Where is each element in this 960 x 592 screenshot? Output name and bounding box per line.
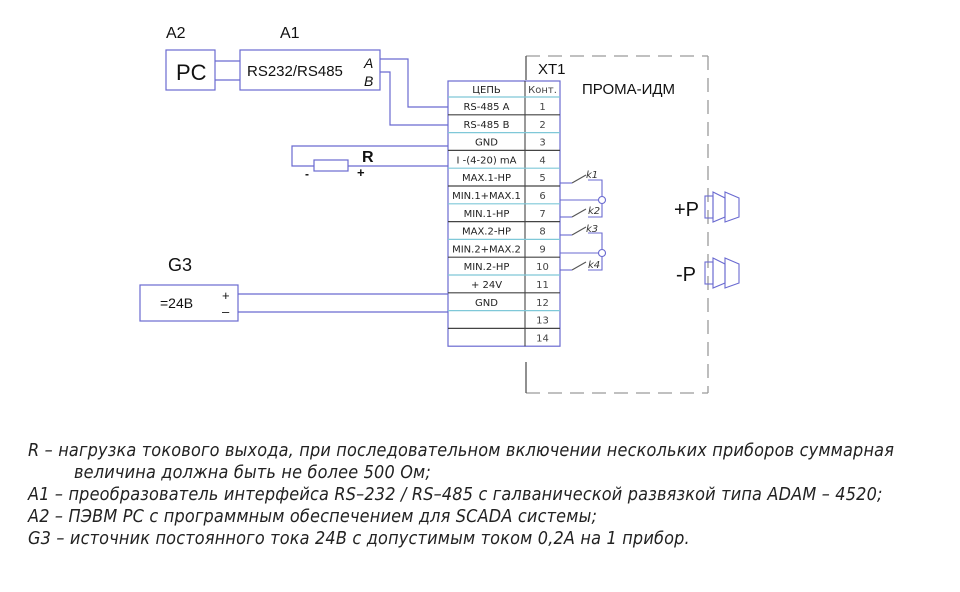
terminal-block-label: XT1 — [538, 61, 566, 78]
note-r: R – нагрузка токового выхода, при послед… — [28, 441, 895, 461]
table-cell-pin: 10 — [536, 262, 549, 273]
table-cell-pin: 9 — [539, 244, 545, 255]
table-row: GND 3 — [475, 138, 546, 149]
power-supply-box — [139, 284, 239, 322]
table-cell-pin: 13 — [536, 316, 549, 327]
junction-1 — [597, 195, 607, 205]
power-supply-label: =24B — [160, 295, 193, 311]
table-row: RS-485 B 2 — [463, 120, 545, 131]
table-cell-circuit: MAX.1-HP — [462, 173, 511, 184]
note-a1: A1 – преобразователь интерфейса RS–232 /… — [28, 485, 883, 505]
pc-box — [165, 49, 216, 91]
switch-label-k4: k4 — [588, 260, 600, 271]
table-row: MAX.1-HP 5 — [462, 173, 546, 184]
table-cell-circuit: RS-485 B — [463, 120, 509, 131]
converter-designator: A1 — [280, 25, 300, 42]
resistor — [313, 159, 349, 172]
contact-k1-blade — [571, 174, 587, 184]
table-cell-pin: 2 — [539, 120, 545, 131]
table-cell-pin: 12 — [536, 298, 549, 309]
table-row: MIN.1+MAX.1 6 — [452, 191, 546, 202]
table-frame — [447, 80, 561, 347]
switch-label-k2: k2 — [588, 206, 600, 217]
table-cell-circuit: MAX.2-HP — [462, 227, 511, 238]
device-title: ПРОМА-ИДМ — [582, 81, 675, 98]
table-row: RS-485 A 1 — [463, 102, 545, 113]
note-g3: G3 – источник постоянного тока 24В с доп… — [28, 529, 690, 549]
device-boundary — [525, 55, 709, 394]
legend-notes: R – нагрузка токового выхода, при послед… — [28, 440, 895, 550]
contact-k2-blade — [571, 208, 587, 218]
table-cell-circuit: + 24V — [471, 280, 502, 291]
table-row: I -(4-20) mA 4 — [457, 155, 546, 166]
pressure-minus-label: -P — [676, 264, 696, 286]
table-cell-pin: 8 — [539, 227, 545, 238]
pressure-port-plus — [704, 191, 740, 223]
table-cell-pin: 7 — [539, 209, 545, 220]
table-row: MAX.2-HP 8 — [462, 227, 546, 238]
table-row: 14 — [536, 333, 549, 344]
pressure-plus-label: +P — [674, 199, 699, 221]
table-cell-pin: 11 — [536, 280, 549, 291]
table-row: 13 — [536, 316, 549, 327]
resistor-minus: - — [305, 167, 309, 181]
table-cell-circuit: GND — [475, 138, 498, 149]
table-cell-circuit: MIN.1+MAX.1 — [452, 191, 521, 202]
table-cell-pin: 4 — [539, 155, 545, 166]
table-cell-circuit: I -(4-20) mA — [457, 155, 517, 166]
wire-rs485-b — [380, 71, 448, 126]
note-a2: A2 – ПЭВМ PC с программным обеспечением … — [28, 507, 598, 527]
table-cell-pin: 6 — [539, 191, 545, 202]
converter-pin-a: A — [363, 55, 373, 71]
table-cell-pin: 1 — [539, 102, 545, 113]
converter-pin-b: B — [364, 73, 373, 89]
contact-k3-blade — [571, 226, 587, 236]
pc-label: PC — [176, 60, 207, 85]
contact-k4-blade — [571, 261, 587, 271]
resistor-plus: + — [357, 165, 365, 180]
table-cell-circuit: MIN.2+MAX.2 — [452, 244, 521, 255]
table-row: MIN.2+MAX.2 9 — [452, 244, 546, 255]
wire-rs485-a — [380, 58, 448, 108]
table-cell-circuit: MIN.2-HP — [464, 262, 510, 273]
pressure-port-minus — [704, 257, 740, 289]
resistor-designator: R — [362, 149, 374, 166]
power-supply-plus: + — [222, 288, 230, 303]
table-row: + 24V 11 — [471, 280, 549, 291]
switch-label-k3: k3 — [586, 224, 598, 235]
relay-contacts — [560, 174, 607, 271]
pc-designator: A2 — [166, 25, 186, 42]
power-supply-minus: – — [222, 304, 230, 319]
junction-2 — [597, 248, 607, 258]
table-header-pin: Конт. — [528, 85, 557, 96]
switch-label-k1: k1 — [586, 170, 598, 181]
table-row: MIN.2-HP 10 — [464, 262, 549, 273]
note-r-continued: величина должна быть не более 500 Ом; — [74, 463, 432, 483]
power-supply-designator: G3 — [168, 255, 192, 275]
table-cell-circuit: GND — [475, 298, 498, 309]
wire-gnd-loop — [291, 145, 448, 167]
table-cell-pin: 5 — [539, 173, 545, 184]
table-header-circuit: ЦЕПЬ — [472, 85, 501, 96]
table-row: GND 12 — [475, 298, 549, 309]
converter-box — [239, 49, 381, 91]
table-row: MIN.1-HP 7 — [464, 209, 546, 220]
table-cell-pin: 14 — [536, 333, 549, 344]
table-cell-pin: 3 — [539, 138, 545, 149]
converter-label: RS232/RS485 — [247, 63, 343, 80]
table-cell-circuit: MIN.1-HP — [464, 209, 510, 220]
table-cell-circuit: RS-485 A — [463, 102, 509, 113]
